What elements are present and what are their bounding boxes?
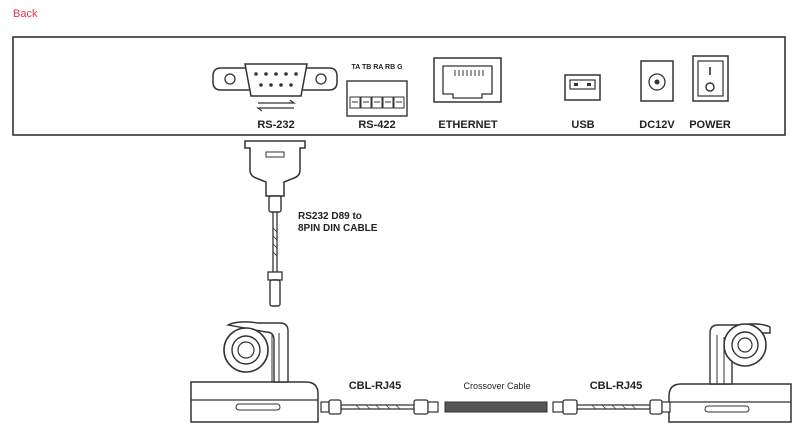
rs232-label: RS-232 xyxy=(257,119,294,131)
usb-label: USB xyxy=(571,119,594,131)
right-camera xyxy=(668,323,792,423)
crossover-cable xyxy=(444,401,548,413)
usb-port[interactable] xyxy=(564,74,601,101)
power-label: POWER xyxy=(689,119,731,131)
left-rj45-label: CBL-RJ45 xyxy=(349,380,402,392)
left-camera xyxy=(190,321,319,423)
dc12v-label: DC12V xyxy=(639,119,675,131)
right-rj45-label: CBL-RJ45 xyxy=(590,380,643,392)
left-rj45-cable xyxy=(320,399,439,415)
rs232-din-cable xyxy=(244,140,306,307)
transfer-arrows-icon xyxy=(256,99,296,112)
back-link[interactable]: Back xyxy=(13,8,38,20)
power-switch[interactable] xyxy=(692,55,729,102)
ethernet-port[interactable] xyxy=(433,57,502,103)
dc12v-jack[interactable] xyxy=(640,60,674,102)
right-rj45-cable xyxy=(552,399,671,415)
rs422-pin-labels: TA TB RA RB G xyxy=(351,64,403,71)
rs422-label: RS-422 xyxy=(358,119,395,131)
rs232-port[interactable] xyxy=(212,63,338,112)
rs232-cable-label-line2: 8PIN DIN CABLE xyxy=(298,223,378,234)
rs422-terminal[interactable] xyxy=(346,80,408,117)
crossover-label: Crossover Cable xyxy=(463,381,530,391)
rs232-cable-label-line1: RS232 D89 to xyxy=(298,211,362,222)
ethernet-label: ETHERNET xyxy=(438,119,498,131)
